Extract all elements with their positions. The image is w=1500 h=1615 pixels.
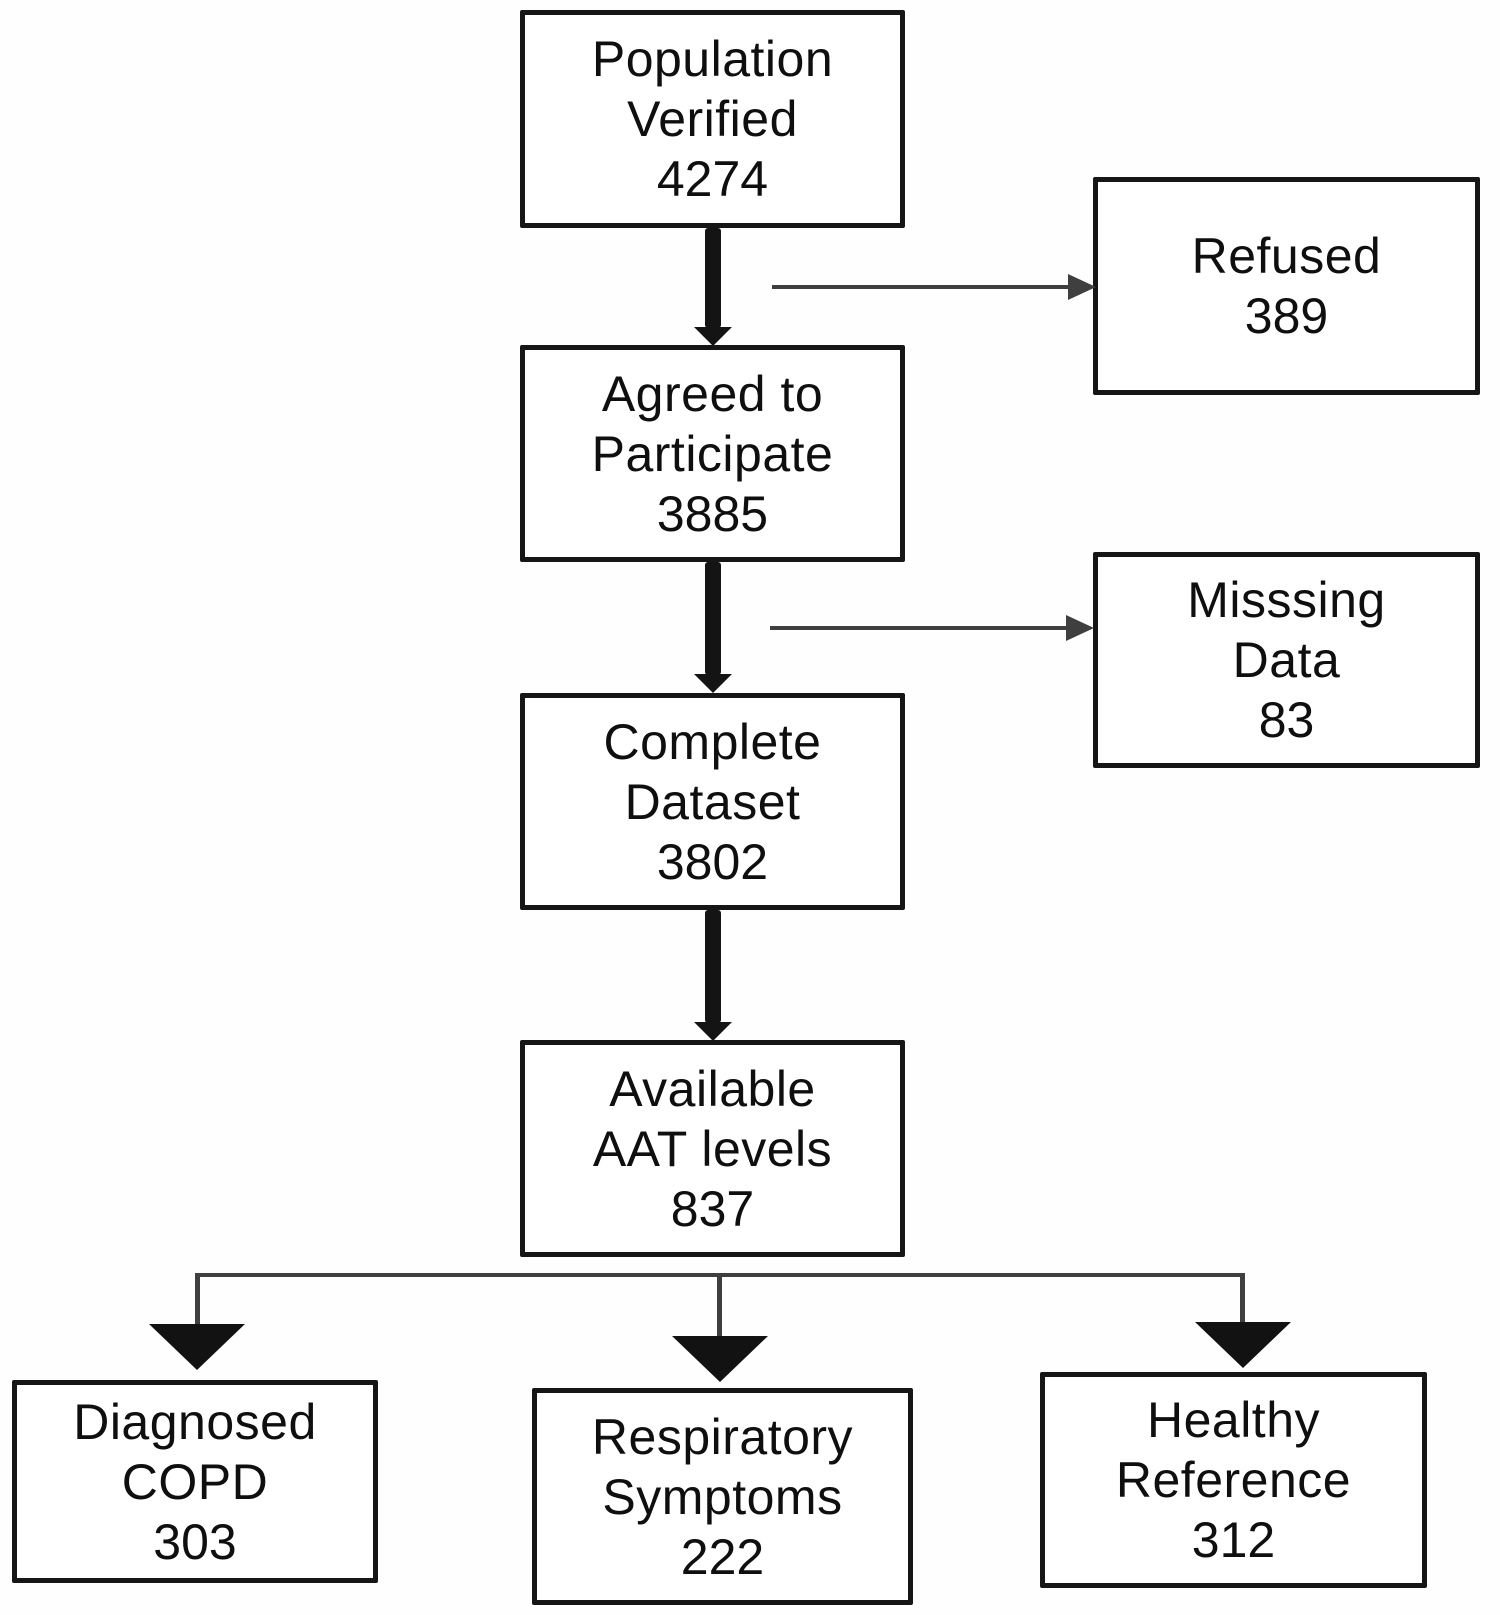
- branch-drop-healthy: [1240, 1273, 1245, 1331]
- node-respiratory-symptoms: Respiratory Symptoms 222: [532, 1388, 913, 1605]
- arrowhead-down-icon: [149, 1324, 245, 1370]
- node-healthy-reference: Healthy Reference 312: [1040, 1372, 1427, 1588]
- node-count: 389: [1244, 288, 1329, 344]
- node-label: Diagnosed COPD: [73, 1393, 317, 1510]
- arrowhead-down-icon: [694, 327, 732, 346]
- node-label: Healthy Reference: [1115, 1392, 1352, 1508]
- arrow-shaft: [705, 562, 721, 675]
- node-count: 303: [153, 1513, 237, 1570]
- node-agreed-to-participate: Agreed to Participate 3885: [520, 345, 905, 562]
- arrowhead-down-icon: [672, 1336, 768, 1382]
- node-count: 3885: [656, 485, 769, 542]
- node-label: Population Verified: [591, 31, 834, 147]
- node-count: 837: [670, 1180, 755, 1237]
- arrow-shaft: [705, 228, 721, 328]
- node-complete-dataset: Complete Dataset 3802: [520, 693, 905, 910]
- node-population-verified: Population Verified 4274: [520, 10, 905, 228]
- node-count: 222: [680, 1528, 765, 1585]
- arrowhead-right-icon: [1066, 615, 1094, 641]
- node-refused: Refused 389: [1093, 177, 1480, 395]
- connector-line: [770, 626, 1068, 630]
- connector-line: [772, 285, 1070, 289]
- node-label: Misssing Data: [1187, 572, 1386, 688]
- node-label: Available AAT levels: [592, 1060, 833, 1177]
- node-label: Refused: [1191, 228, 1382, 284]
- node-count: 3802: [656, 833, 769, 890]
- node-label: Agreed to Participate: [591, 365, 834, 482]
- node-label: Respiratory Symptoms: [591, 1408, 854, 1525]
- node-missing-data: Misssing Data 83: [1093, 552, 1480, 768]
- arrow-shaft: [705, 910, 721, 1023]
- arrowhead-down-icon: [694, 1022, 732, 1041]
- branch-drop-copd: [195, 1273, 200, 1326]
- branch-drop-respiratory: [717, 1273, 722, 1337]
- node-available-aat-levels: Available AAT levels 837: [520, 1040, 905, 1257]
- node-label: Complete Dataset: [603, 713, 822, 830]
- node-count: 83: [1258, 692, 1315, 748]
- node-count: 4274: [656, 151, 769, 207]
- arrowhead-down-icon: [1195, 1322, 1291, 1368]
- arrowhead-down-icon: [694, 674, 732, 693]
- arrowhead-right-icon: [1068, 274, 1096, 300]
- node-count: 312: [1191, 1512, 1276, 1568]
- node-diagnosed-copd: Diagnosed COPD 303: [12, 1380, 378, 1583]
